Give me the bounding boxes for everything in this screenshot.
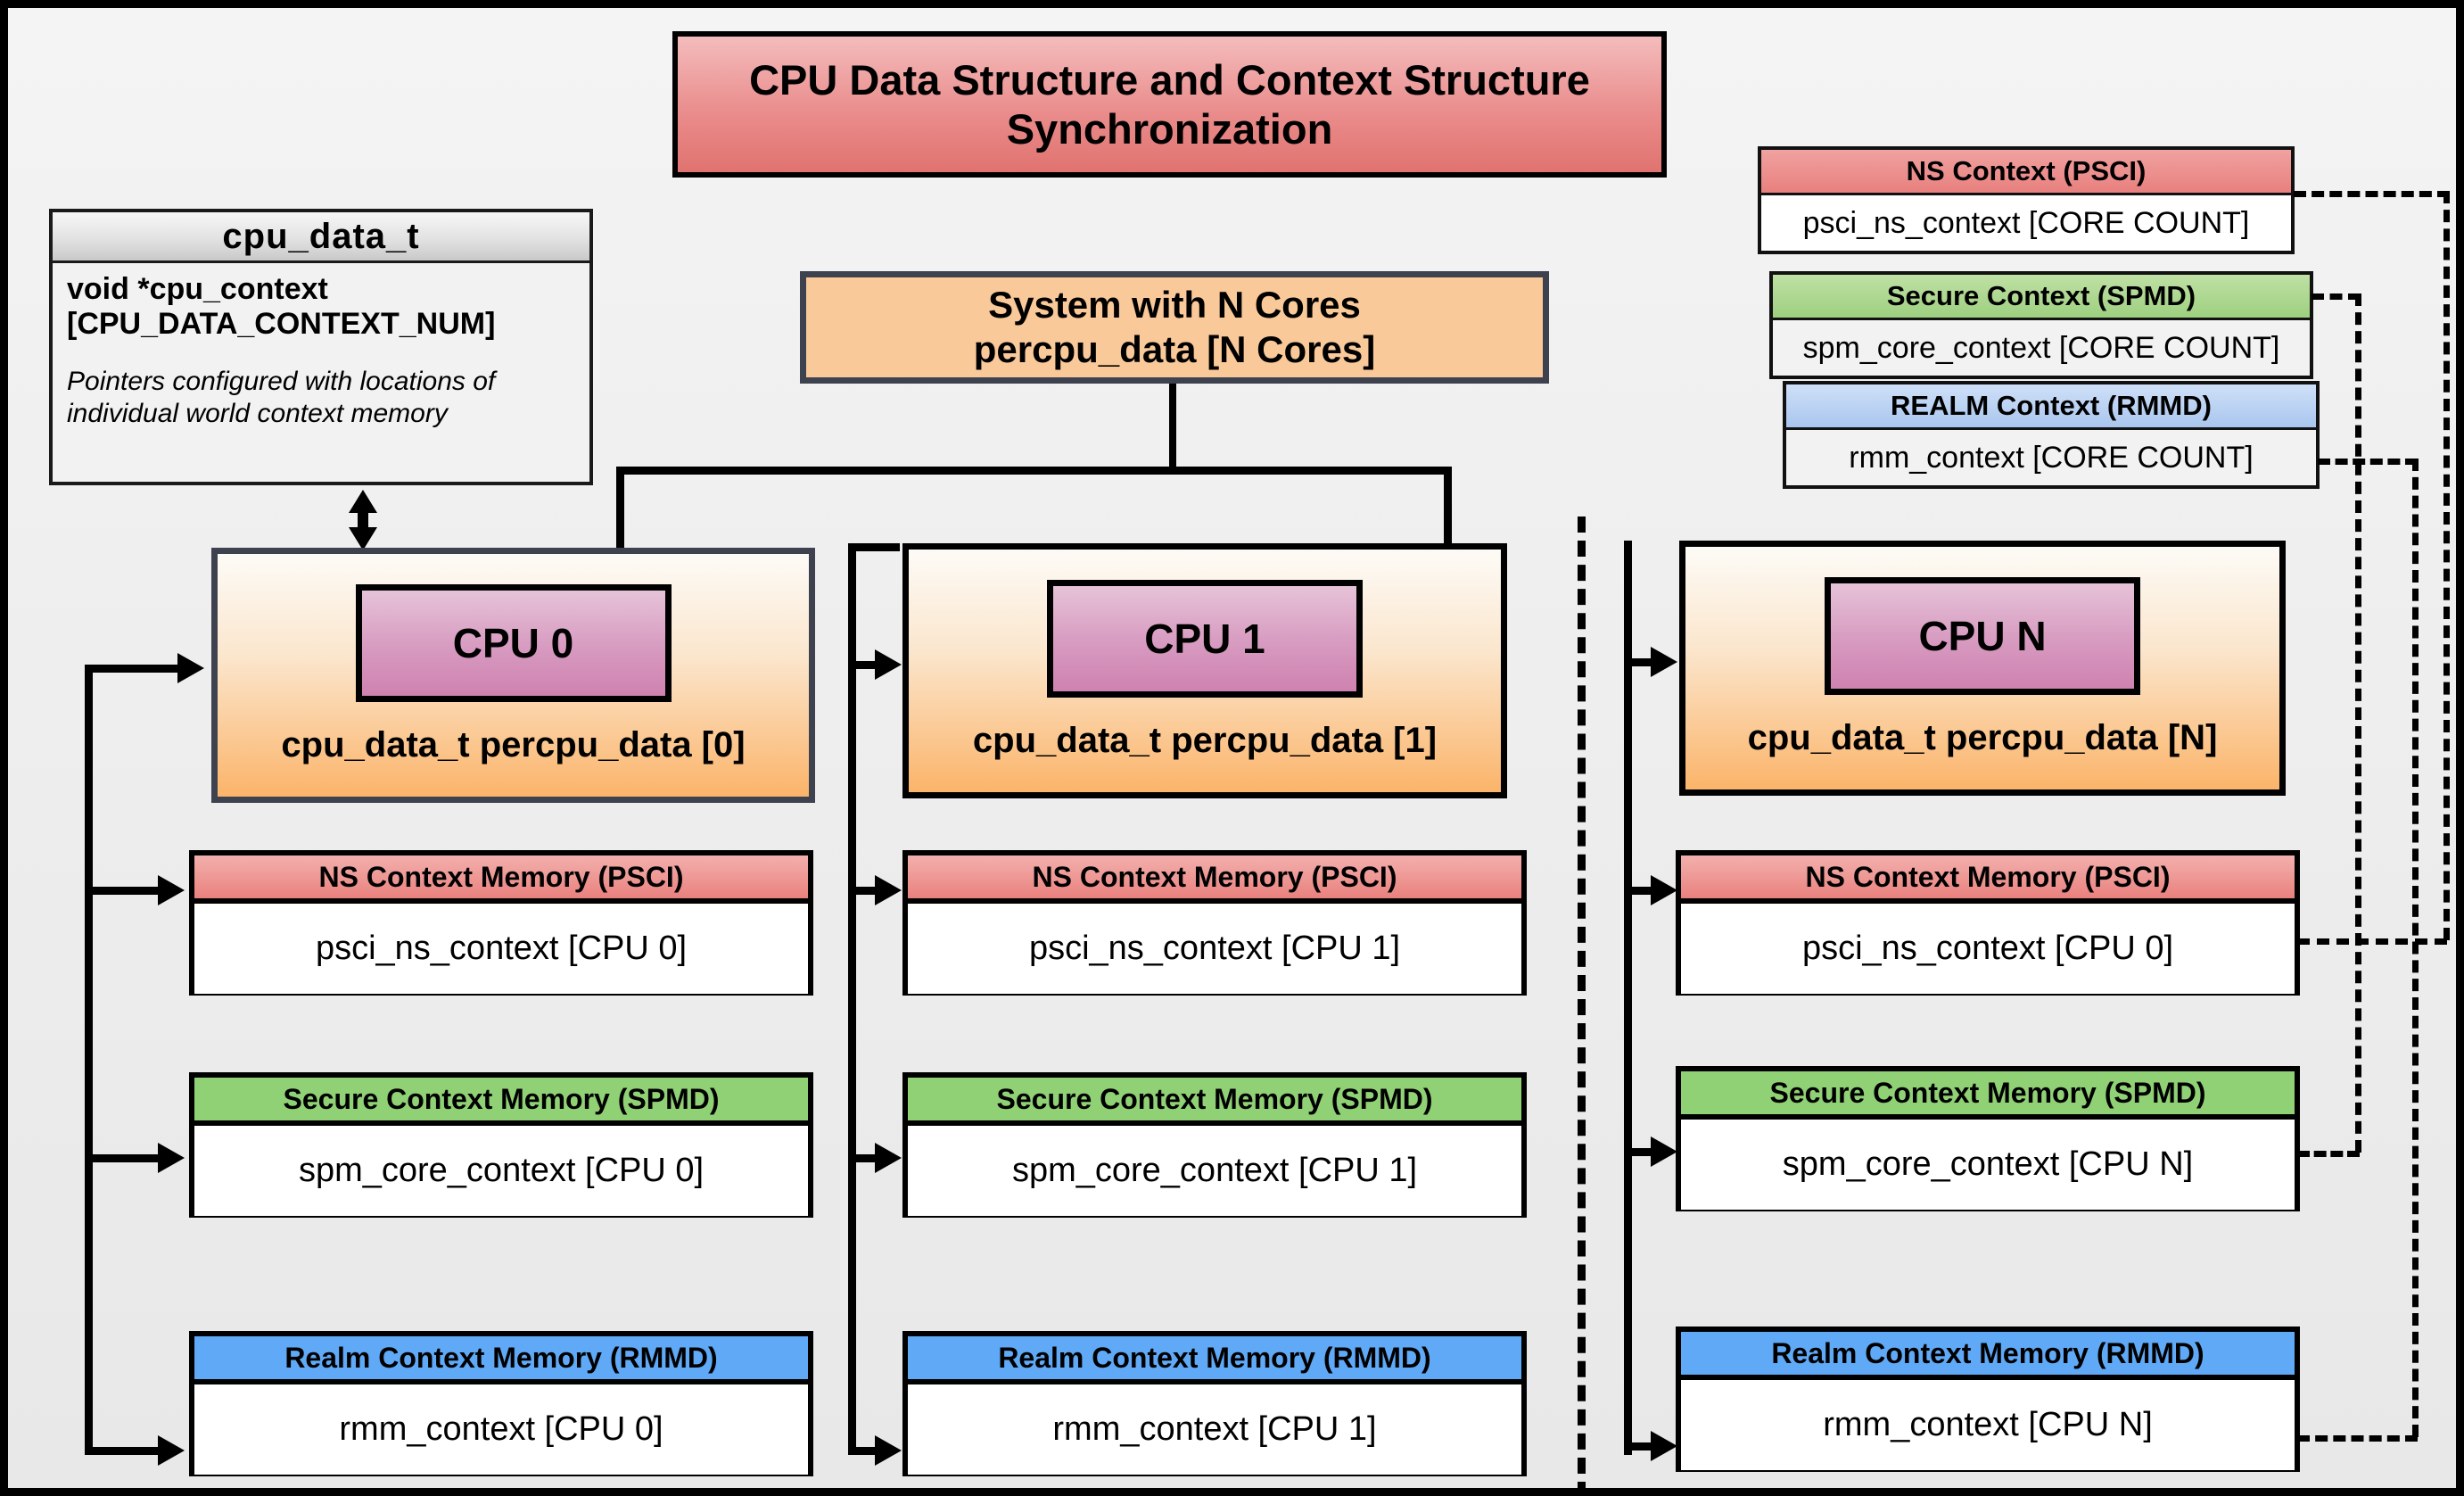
legend-box-ns-context: NS Context (PSCI) psci_ns_context [CORE … bbox=[1758, 146, 2295, 254]
dashed-link-secure-top bbox=[2312, 293, 2361, 300]
column-divider-dashed bbox=[1578, 517, 1586, 1488]
cpu-percpu-label-1: cpu_data_t percpu_data [1] bbox=[972, 721, 1438, 760]
bus-branch-1-realm bbox=[848, 1447, 888, 1455]
ctx-body: rmm_context [CPU 1] bbox=[908, 1384, 1521, 1475]
bus-arrow-0-secure bbox=[158, 1143, 185, 1173]
bus-branch-1-secure bbox=[848, 1154, 888, 1162]
cpu-chip-1: CPU 1 bbox=[1047, 580, 1363, 698]
bus-branch-n-secure bbox=[1624, 1148, 1664, 1156]
dashed-link-secure-vertical bbox=[2355, 293, 2361, 1153]
ctx-box-n-ns: NS Context Memory (PSCI) psci_ns_context… bbox=[1676, 850, 2300, 996]
ctx-box-n-realm: Realm Context Memory (RMMD) rmm_context … bbox=[1676, 1327, 2300, 1472]
legend-header: Secure Context (SPMD) bbox=[1773, 275, 2310, 320]
bus-branch-1-cpu-top bbox=[848, 543, 900, 551]
tree-trunk bbox=[1169, 384, 1176, 473]
system-n-cores-box: System with N Cores percpu_data [N Cores… bbox=[800, 271, 1549, 384]
tree-drop-left bbox=[616, 467, 624, 556]
ctx-header: Secure Context Memory (SPMD) bbox=[194, 1078, 808, 1126]
ctx-body: spm_core_context [CPU 0] bbox=[194, 1126, 808, 1216]
struct-link-dash bbox=[358, 509, 368, 529]
page-title: CPU Data Structure and Context Structure… bbox=[672, 31, 1667, 178]
legend-body: psci_ns_context [CORE COUNT] bbox=[1761, 195, 2291, 251]
bus-arrow-0-ns bbox=[158, 875, 185, 905]
ctx-header: Realm Context Memory (RMMD) bbox=[1681, 1332, 2295, 1380]
struct-link-arrow-down bbox=[349, 527, 377, 550]
bus-branch-n-cpu bbox=[1624, 658, 1664, 666]
bus-branch-1-ns bbox=[848, 887, 888, 895]
ctx-header: NS Context Memory (PSCI) bbox=[1681, 855, 2295, 904]
bus-arrow-n-secure bbox=[1651, 1136, 1677, 1167]
struct-link-arrow-up bbox=[349, 490, 377, 513]
legend-box-secure-context: Secure Context (SPMD) spm_core_context [… bbox=[1769, 271, 2313, 379]
legend-body: spm_core_context [CORE COUNT] bbox=[1773, 320, 2310, 376]
ctx-header: NS Context Memory (PSCI) bbox=[194, 855, 808, 904]
struct-name-header: cpu_data_t bbox=[53, 212, 589, 263]
system-line-2: percpu_data [N Cores] bbox=[973, 328, 1376, 370]
dashed-link-ns-top bbox=[2294, 191, 2450, 197]
ctx-header: Secure Context Memory (SPMD) bbox=[908, 1078, 1521, 1126]
dashed-link-ns-bottom bbox=[2297, 938, 2447, 945]
bus-vertical-0 bbox=[85, 665, 93, 1455]
dashed-link-secure-bottom bbox=[2297, 1151, 2360, 1157]
cpu-box-n: CPU N cpu_data_t percpu_data [N] bbox=[1679, 541, 2286, 796]
struct-note: Pointers configured with locations of in… bbox=[67, 366, 496, 428]
ctx-body: rmm_context [CPU 0] bbox=[194, 1384, 808, 1475]
tree-crossbar bbox=[616, 467, 1452, 475]
bus-branch-n-realm bbox=[1624, 1442, 1664, 1451]
bus-branch-1-cpu bbox=[848, 661, 888, 669]
legend-box-realm-context: REALM Context (RMMD) rmm_context [CORE C… bbox=[1783, 381, 2320, 489]
ctx-box-1-secure: Secure Context Memory (SPMD) spm_core_co… bbox=[902, 1072, 1527, 1218]
ctx-body: psci_ns_context [CPU 0] bbox=[1681, 904, 2295, 994]
cpu-box-1: CPU 1 cpu_data_t percpu_data [1] bbox=[902, 543, 1507, 798]
bus-arrow-1-cpu bbox=[875, 649, 902, 680]
bus-branch-0-secure bbox=[85, 1154, 165, 1162]
bus-arrow-1-realm bbox=[875, 1435, 902, 1466]
bus-vertical-1 bbox=[848, 543, 856, 1455]
bus-vertical-n bbox=[1624, 541, 1632, 1455]
ctx-header: Realm Context Memory (RMMD) bbox=[194, 1336, 808, 1384]
ctx-header: NS Context Memory (PSCI) bbox=[908, 855, 1521, 904]
dashed-link-ns-vertical bbox=[2443, 191, 2450, 940]
cpu-data-t-struct: cpu_data_t void *cpu_context [CPU_DATA_C… bbox=[49, 209, 593, 485]
ctx-box-0-secure: Secure Context Memory (SPMD) spm_core_co… bbox=[189, 1072, 813, 1218]
cpu-box-0: CPU 0 cpu_data_t percpu_data [0] bbox=[211, 548, 815, 803]
ctx-box-n-secure: Secure Context Memory (SPMD) spm_core_co… bbox=[1676, 1066, 2300, 1211]
cpu-chip-n: CPU N bbox=[1825, 577, 2140, 695]
ctx-box-0-realm: Realm Context Memory (RMMD) rmm_context … bbox=[189, 1331, 813, 1476]
legend-body: rmm_context [CORE COUNT] bbox=[1786, 430, 2316, 485]
bus-arrow-0-cpu bbox=[177, 653, 204, 683]
bus-arrow-n-cpu bbox=[1651, 647, 1677, 677]
system-line-1: System with N Cores bbox=[988, 284, 1361, 326]
ctx-body: psci_ns_context [CPU 0] bbox=[194, 904, 808, 994]
bus-branch-0-cpu bbox=[85, 665, 185, 673]
ctx-box-0-ns: NS Context Memory (PSCI) psci_ns_context… bbox=[189, 850, 813, 996]
ctx-header: Secure Context Memory (SPMD) bbox=[1681, 1071, 2295, 1120]
tree-drop-right bbox=[1444, 467, 1452, 556]
bus-branch-0-realm bbox=[85, 1447, 165, 1455]
legend-header: REALM Context (RMMD) bbox=[1786, 384, 2316, 430]
cpu-chip-0: CPU 0 bbox=[355, 584, 672, 702]
bus-arrow-1-secure bbox=[875, 1143, 902, 1173]
ctx-box-1-realm: Realm Context Memory (RMMD) rmm_context … bbox=[902, 1331, 1527, 1476]
cpu-percpu-label-n: cpu_data_t percpu_data [N] bbox=[1747, 718, 2218, 757]
struct-body: void *cpu_context [CPU_DATA_CONTEXT_NUM]… bbox=[53, 263, 589, 430]
ctx-body: spm_core_context [CPU N] bbox=[1681, 1120, 2295, 1210]
bus-arrow-n-ns bbox=[1651, 875, 1677, 905]
bus-arrow-1-ns bbox=[875, 875, 902, 905]
bus-branch-n-ns bbox=[1624, 887, 1664, 895]
cpu-percpu-label-0: cpu_data_t percpu_data [0] bbox=[281, 725, 746, 765]
ctx-body: rmm_context [CPU N] bbox=[1681, 1380, 2295, 1470]
legend-header: NS Context (PSCI) bbox=[1761, 150, 2291, 195]
dashed-link-realm-vertical bbox=[2412, 459, 2419, 1437]
bus-arrow-0-realm bbox=[158, 1435, 185, 1466]
dashed-link-realm-top bbox=[2318, 459, 2418, 465]
bus-arrow-n-realm bbox=[1651, 1431, 1677, 1461]
ctx-body: psci_ns_context [CPU 1] bbox=[908, 904, 1521, 994]
bus-branch-0-ns bbox=[85, 887, 165, 895]
dashed-link-realm-bottom bbox=[2297, 1435, 2418, 1442]
struct-field-cpu-context: void *cpu_context [CPU_DATA_CONTEXT_NUM] bbox=[67, 272, 496, 342]
ctx-box-1-ns: NS Context Memory (PSCI) psci_ns_context… bbox=[902, 850, 1527, 996]
ctx-body: spm_core_context [CPU 1] bbox=[908, 1126, 1521, 1216]
ctx-header: Realm Context Memory (RMMD) bbox=[908, 1336, 1521, 1384]
